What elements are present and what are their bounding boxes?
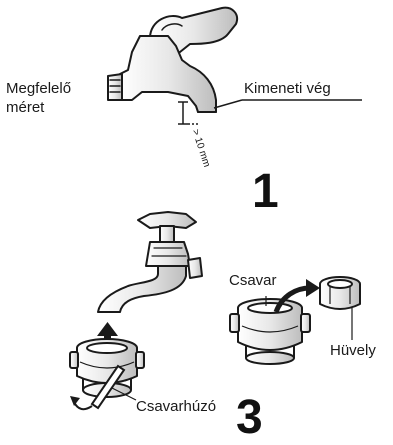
- faucet-body: [120, 36, 216, 112]
- faucet-step3: [98, 212, 202, 312]
- step-number-1: 1: [252, 168, 279, 216]
- label-suitable-size-line1: Megfelelő: [6, 80, 71, 98]
- sleeve-part: [320, 277, 360, 309]
- rotate-arrow: [74, 402, 92, 409]
- faucet-spout-3: [98, 266, 186, 312]
- adapter-right: [230, 299, 310, 364]
- label-screw: Csavar: [229, 272, 277, 290]
- label-suitable-size-line2: méret: [6, 99, 44, 117]
- step-number-3: 3: [236, 394, 263, 442]
- label-sleeve: Hüvely: [330, 342, 376, 360]
- faucet-inlet: [108, 74, 122, 100]
- leader-outlet: [214, 100, 242, 108]
- faucet-step1: [108, 8, 237, 112]
- label-outlet-end: Kimeneti vég: [244, 80, 331, 98]
- label-screwdriver: Csavarhúzó: [136, 398, 216, 416]
